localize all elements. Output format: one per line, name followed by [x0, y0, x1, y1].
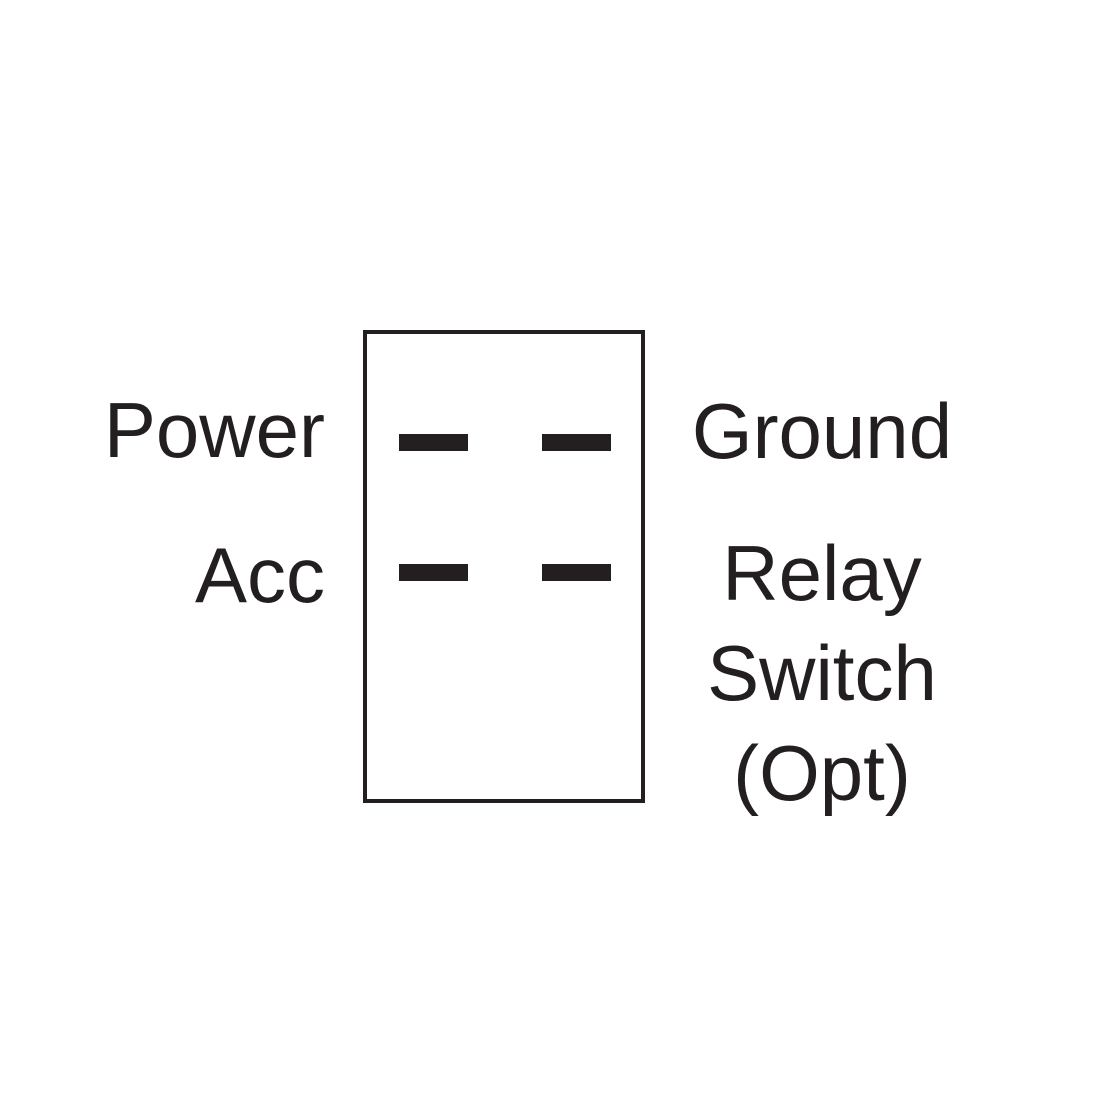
acc-label: Acc: [194, 531, 325, 619]
ground-terminal-blade-icon: [542, 434, 611, 451]
ground-label: Ground: [691, 387, 953, 475]
power-label: Power: [103, 386, 325, 474]
acc-terminal-blade-icon: [399, 564, 468, 581]
power-terminal-blade-icon: [399, 434, 468, 451]
relay-switch-opt-label: Relay Switch (Opt): [707, 529, 937, 817]
switch-body-outline: [363, 330, 645, 803]
relay-terminal-blade-icon: [542, 564, 611, 581]
